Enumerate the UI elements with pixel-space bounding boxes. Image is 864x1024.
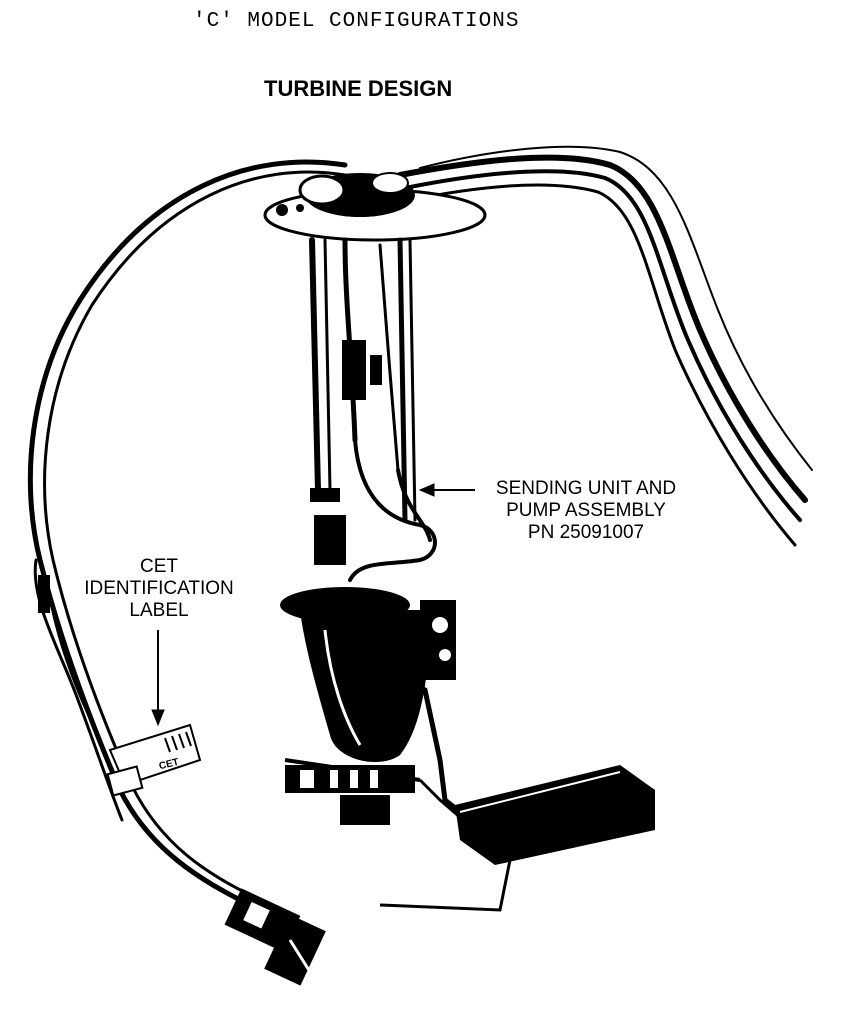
- fuel-lines: [397, 145, 813, 547]
- sending-unit-line-3: PN 25091007: [527, 522, 645, 543]
- cet-callout-line-2: IDENTIFICATION: [84, 578, 234, 599]
- cet-label-leader: [151, 630, 165, 727]
- fuel-level-float: [455, 765, 655, 865]
- mounting-flange: [263, 172, 487, 242]
- float-arm: [407, 677, 473, 823]
- figure-title: TURBINE DESIGN: [264, 76, 453, 101]
- sending-unit-leader: [418, 483, 475, 497]
- cet-label-tag: [106, 723, 202, 797]
- vertical-tubes: [309, 237, 417, 523]
- cet-callout-line-1: CET: [140, 556, 178, 577]
- inline-connector: [342, 340, 366, 400]
- cet-callout-line-3: LABEL: [129, 600, 189, 621]
- harness-connector: [224, 888, 326, 986]
- wiring-harness: [27, 159, 348, 908]
- sending-unit-callout: SENDING UNIT AND PUMP ASSEMBLY PN 250910…: [480, 478, 692, 544]
- sending-unit-line-1: SENDING UNIT AND: [495, 478, 677, 499]
- pump-body: [280, 587, 456, 763]
- cet-label-callout: CET IDENTIFICATION LABEL: [74, 556, 244, 622]
- sending-unit-line-2: PUMP ASSEMBLY: [506, 500, 666, 521]
- section-header: 'C' MODEL CONFIGURATIONS: [193, 10, 520, 33]
- pigtail-wires: [348, 438, 437, 582]
